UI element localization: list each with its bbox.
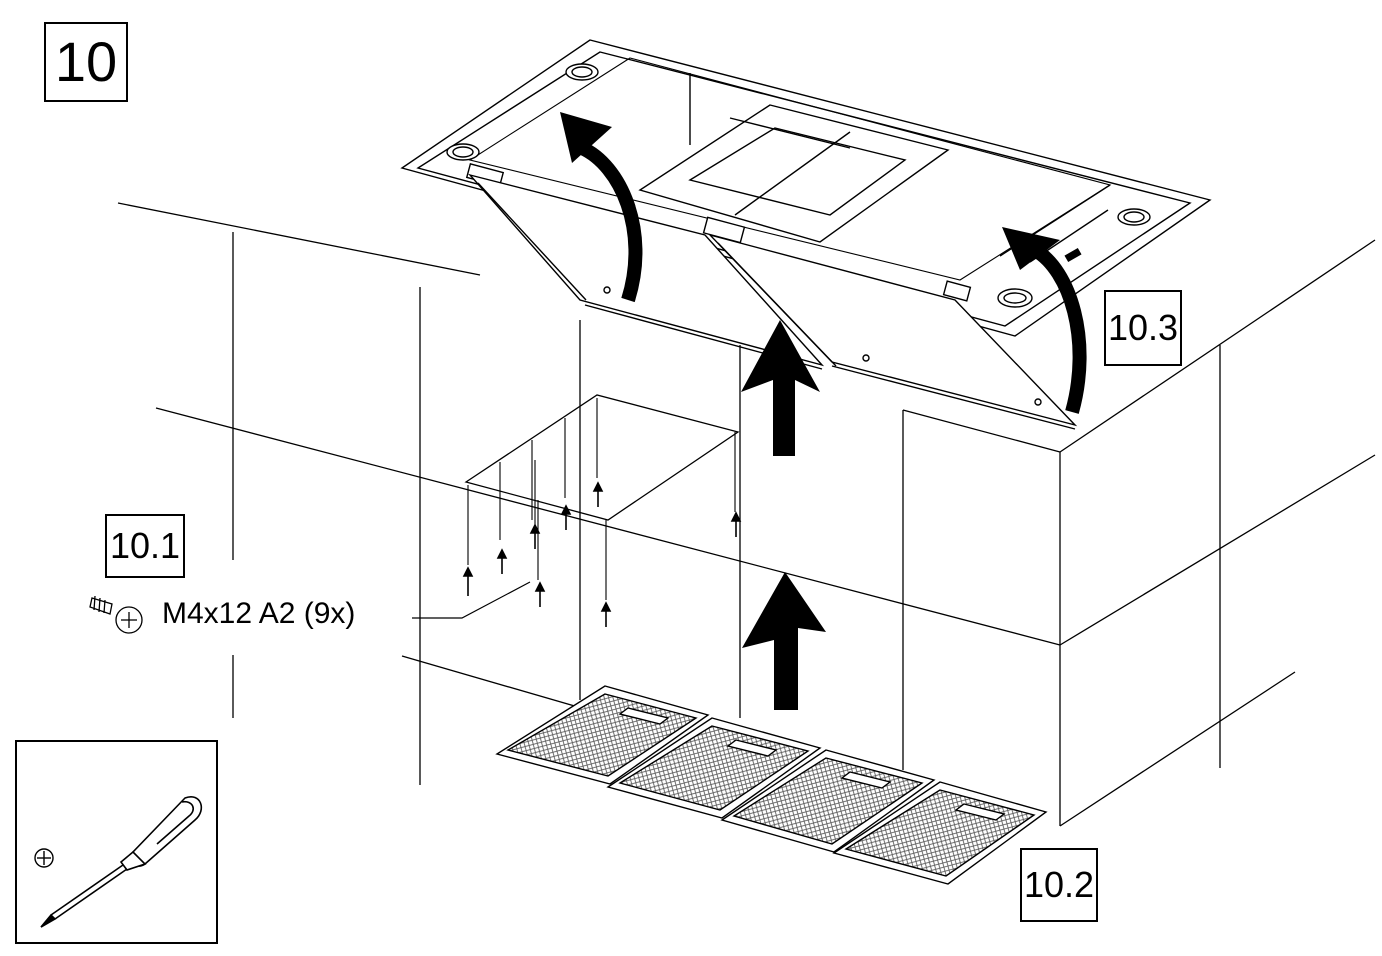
phillips-screwdriver-icon bbox=[40, 796, 203, 928]
callout-screws: 10.1 bbox=[105, 514, 185, 578]
grease-filter bbox=[832, 781, 1048, 885]
right-hinged-panel bbox=[707, 233, 1078, 430]
grease-filter bbox=[720, 749, 936, 853]
light-icon bbox=[997, 288, 1033, 308]
up-arrow-icon bbox=[741, 320, 820, 456]
fastener-spec: M4x12 A2 (9x) bbox=[162, 597, 356, 630]
light-icon bbox=[565, 63, 599, 81]
rotate-arrows bbox=[560, 112, 1087, 414]
screw-arrows bbox=[462, 481, 742, 627]
callout-panels: 10.3 bbox=[1104, 290, 1182, 366]
hood-underside bbox=[400, 39, 1212, 337]
light-icon bbox=[1117, 208, 1151, 226]
grease-filter bbox=[495, 685, 710, 785]
tool-panel bbox=[15, 740, 218, 944]
grease-filter bbox=[606, 717, 822, 819]
phillips-cross-icon bbox=[34, 848, 54, 868]
phillips-screw-icon bbox=[89, 595, 143, 634]
up-arrow-icon bbox=[742, 572, 826, 710]
step-number: 10 bbox=[44, 22, 128, 102]
screw-set bbox=[467, 398, 736, 600]
arrow-head-icon bbox=[1002, 227, 1060, 270]
wall-lines bbox=[117, 202, 1376, 827]
light-icon bbox=[446, 143, 480, 161]
leader-line bbox=[412, 581, 531, 619]
arrow-head-icon bbox=[560, 112, 612, 163]
callout-filters: 10.2 bbox=[1020, 848, 1098, 922]
grease-filters bbox=[495, 685, 1048, 885]
mounting-plate bbox=[464, 394, 740, 521]
lift-arrows bbox=[741, 320, 826, 710]
